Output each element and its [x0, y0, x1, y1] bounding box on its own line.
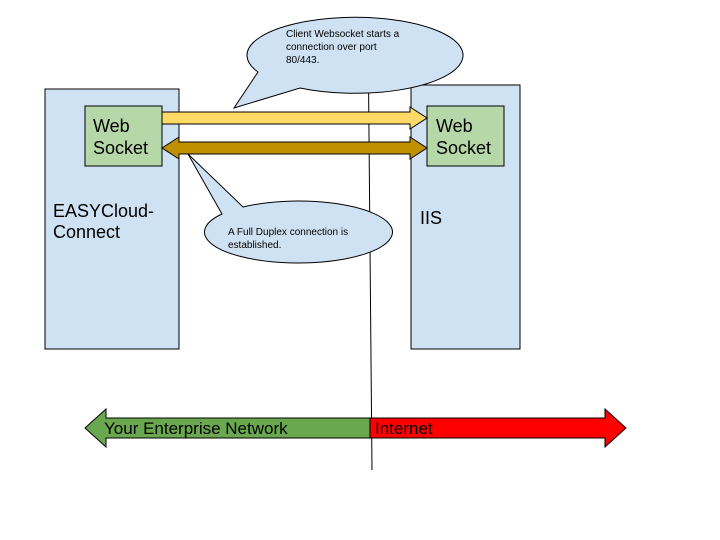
- left-websocket-label-line1: Web: [93, 116, 130, 136]
- left-websocket-box: [84, 105, 163, 167]
- iis-label: IIS: [420, 208, 442, 228]
- full-duplex-arrow: [161, 136, 428, 160]
- right-websocket-box: [426, 105, 505, 167]
- easycloud-connect-label-line2: Connect: [53, 222, 120, 242]
- callout-bottom: A Full Duplex connection is established.: [187, 153, 393, 264]
- internet-label: Internet: [375, 419, 433, 438]
- easycloud-connect-label-line1: EASYCloud-: [53, 201, 154, 221]
- callout-top-line1: Client Websocket starts a: [286, 29, 400, 40]
- callout-bottom-bubble: [187, 153, 393, 264]
- callout-top-line3: 80/443.: [286, 55, 319, 66]
- callout-top: Client Websocket starts a connection ove…: [232, 16, 464, 109]
- right-websocket-label-line1: Web: [436, 116, 473, 136]
- left-websocket-label-line2: Socket: [93, 138, 148, 158]
- internet-arrow: [369, 407, 627, 449]
- client-connect-arrow: [161, 106, 428, 130]
- enterprise-network-label: Your Enterprise Network: [104, 419, 288, 438]
- callout-top-bubble: [232, 16, 464, 109]
- network-arrow: Your Enterprise Network Internet: [84, 407, 627, 449]
- callout-top-line2: connection over port: [286, 42, 377, 53]
- right-websocket-label-line2: Socket: [436, 138, 491, 158]
- callout-bottom-line1: A Full Duplex connection is: [228, 227, 348, 238]
- callout-bottom-line2: established.: [228, 240, 281, 251]
